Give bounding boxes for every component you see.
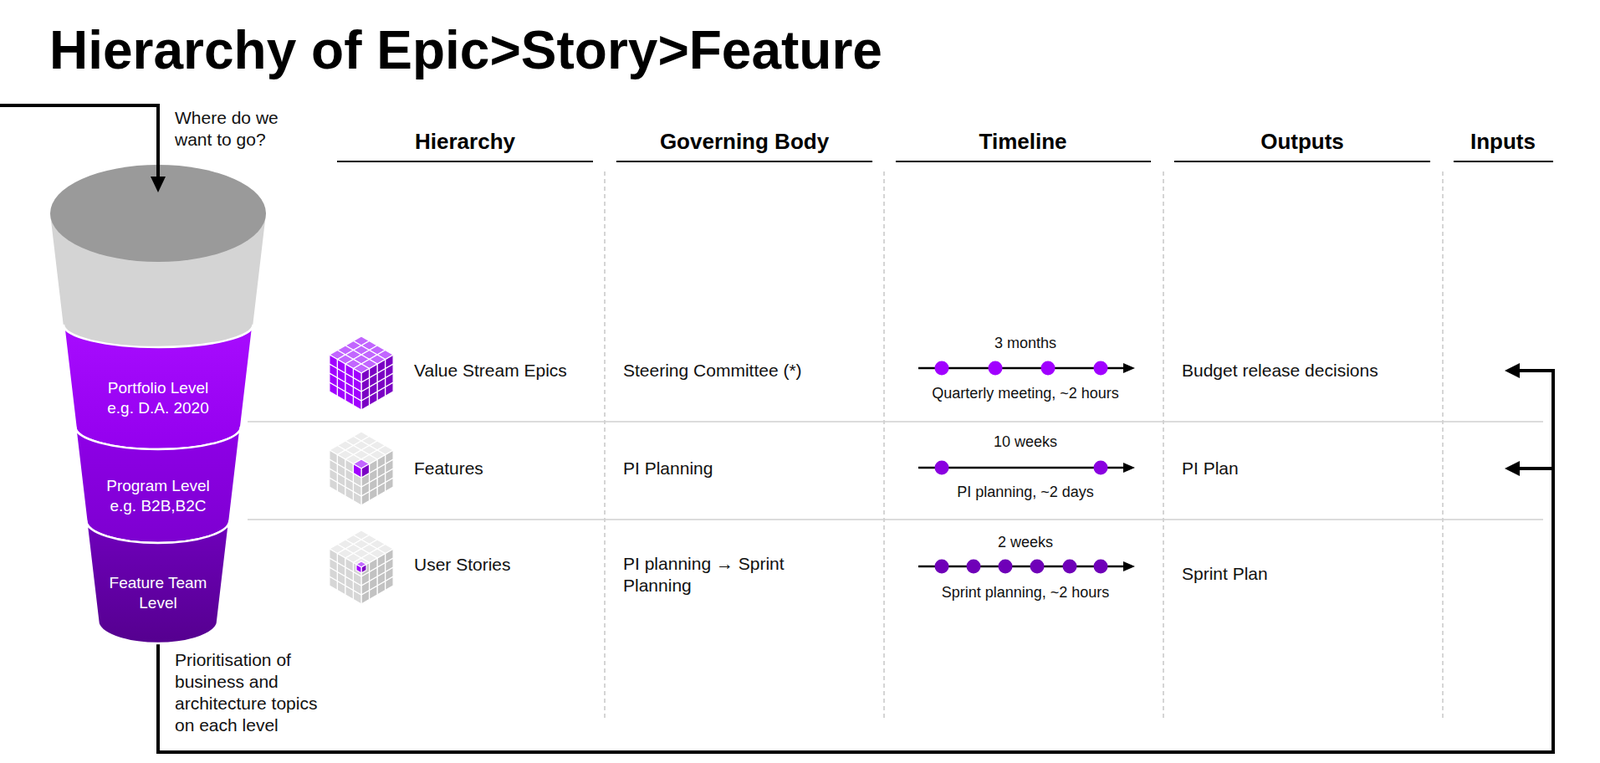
band-label: Feature Team Level (95, 572, 221, 614)
hierarchy-label: Features (414, 457, 484, 480)
column-header: Inputs (1470, 127, 1536, 156)
timeline-label: 10 weeks (993, 432, 1058, 452)
timeline-label: Quarterly meeting, ~2 hours (931, 383, 1120, 404)
hierarchy-label: User Stories (414, 553, 512, 576)
column-header: Hierarchy (414, 127, 516, 156)
cube-face (345, 557, 354, 573)
cube-icon (329, 336, 394, 410)
band-outline (75, 426, 241, 543)
timeline-sprint (918, 559, 1135, 574)
cube-icon (329, 431, 394, 506)
output-label: PI Plan (1181, 457, 1239, 480)
timeline-label: PI planning, ~2 days (956, 482, 1094, 502)
feedback-loop (158, 362, 1554, 752)
timeline-label: Sprint planning, ~2 hours (941, 582, 1110, 603)
band-label: Program Level e.g. B2B,B2C (95, 475, 221, 517)
governing-body: Steering Committee (*) (623, 359, 803, 382)
cube-face (361, 368, 370, 384)
timeline-label: 2 weeks (997, 532, 1054, 553)
column-header: Governing Body (659, 127, 829, 156)
timeline-label: 3 months (994, 333, 1057, 353)
cube-face (345, 363, 354, 379)
cube-face (337, 553, 346, 568)
callout-note: Prioritisation of business and architect… (174, 649, 330, 737)
column-header: Outputs (1260, 127, 1345, 156)
row-dividers (247, 421, 1544, 520)
funnel-band: Portfolio Level e.g. D.A. 2020 (63, 324, 254, 450)
timeline-quarterly (918, 361, 1135, 376)
cube-icon (356, 561, 367, 573)
hierarchy-label: Value Stream Epics (414, 359, 568, 382)
funnel-band: Feature Team Level (86, 520, 230, 644)
cube-face (352, 464, 362, 479)
cube-icons (329, 336, 394, 604)
column-dividers (604, 171, 1443, 720)
cube-face (361, 564, 367, 574)
band-label: Portfolio Level e.g. D.A. 2020 (95, 378, 221, 419)
cube-face (352, 368, 362, 384)
cube-icon (329, 530, 394, 604)
governing-body: PI Planning (623, 457, 713, 480)
column-header: Timeline (978, 127, 1067, 156)
cube-face (329, 449, 338, 465)
timeline-pi (918, 460, 1135, 476)
cube-face (329, 354, 338, 369)
cube-face (361, 464, 370, 479)
governing-body: PI planning → Sprint Planning (623, 552, 824, 597)
cube-icon (352, 459, 369, 478)
funnel-band: Program Level e.g. B2B,B2C (75, 426, 241, 543)
output-label: Sprint Plan (1181, 562, 1268, 585)
callout-note: Where do we want to go? (174, 107, 301, 151)
cube-face (345, 459, 354, 474)
output-label: Budget release decisions (1181, 359, 1379, 382)
entry-arrow (0, 105, 166, 193)
band-outline (86, 520, 230, 644)
cube-face (337, 454, 346, 470)
column-rules (337, 160, 1554, 163)
cube-face (356, 564, 362, 574)
cube-face (337, 359, 346, 374)
funnel-top (50, 164, 266, 348)
cube-face (329, 548, 338, 563)
band-outline (63, 324, 254, 450)
diagram-title: Hierarchy of Epic>Story>Feature (49, 23, 883, 77)
